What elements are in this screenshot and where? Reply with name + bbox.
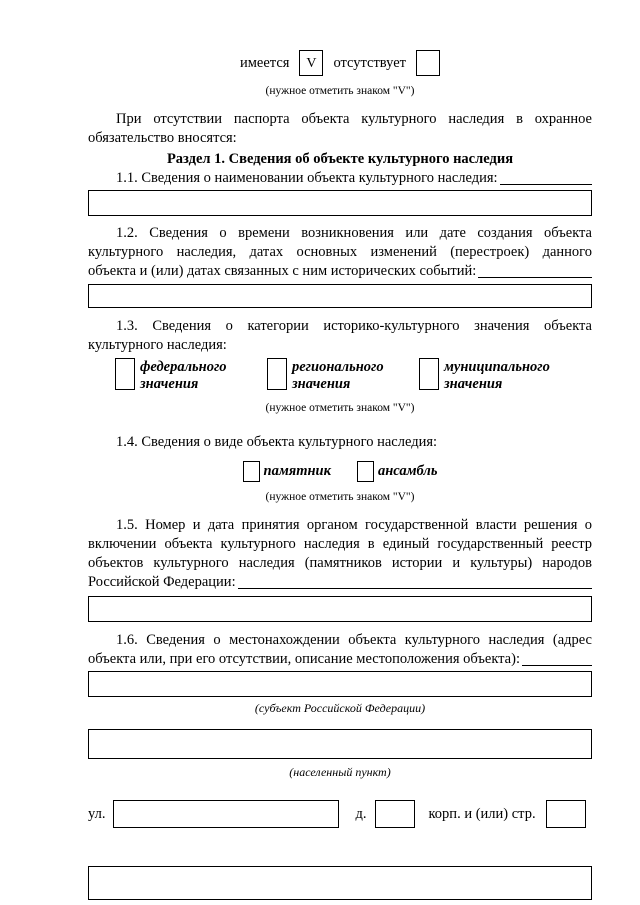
section-title: Раздел 1. Сведения об объекте культурног… (166, 151, 514, 167)
address-row: ул. д. корп. и (или) стр. (88, 800, 592, 828)
item-1-2-line: культурного наследия, датах основных изм… (88, 244, 592, 260)
federal-label-line: федерального (140, 359, 227, 375)
monument-label: памятник (263, 462, 331, 479)
monument-checkbox[interactable] (242, 460, 260, 482)
blank-line (478, 277, 592, 278)
present-checkbox[interactable]: V (299, 50, 324, 76)
absent-checkbox[interactable] (415, 50, 440, 76)
item-1-2-line: объекта и (или) датах связанных с ним ис… (88, 263, 477, 279)
item-1-2-line: 1.2. Сведения о времени возникновения ил… (116, 225, 592, 241)
street-label: ул. (88, 805, 106, 822)
ensemble-label: ансамбль (377, 462, 438, 479)
item-1-3-line: культурного наследия: (88, 337, 227, 353)
regional-checkbox[interactable] (267, 358, 287, 390)
kind-option-ensemble: ансамбль (356, 460, 438, 482)
item-1-3-line: 1.3. Сведения о категории историко-культ… (116, 318, 592, 334)
item-1-6-paragraph: 1.6. Сведения о местонахождении объекта … (88, 631, 592, 669)
ensemble-checkbox[interactable] (356, 460, 374, 482)
municipal-checkbox[interactable] (419, 358, 439, 390)
category-option-municipal: муниципального значения (419, 358, 550, 393)
federal-checkbox[interactable] (115, 358, 135, 390)
absent-label: отсутствует (333, 54, 406, 71)
kind-option-monument: памятник (242, 460, 331, 482)
subject-caption: (субъект Российской Федерации) (254, 701, 426, 715)
item-1-1-input[interactable] (88, 190, 592, 216)
settlement-input[interactable] (88, 729, 592, 759)
category-option-regional: регионального значения (267, 358, 419, 393)
blank-line (499, 184, 592, 185)
intro-line: обязательство вносятся: (88, 130, 237, 146)
municipal-label-line: значения (444, 376, 503, 392)
intro-line: При отсутствии паспорта объекта культурн… (116, 111, 592, 127)
federal-label-line: значения (140, 376, 199, 392)
item-1-5-input[interactable] (88, 596, 592, 622)
item-1-3-paragraph: 1.3. Сведения о категории историко-культ… (88, 317, 592, 355)
subject-input[interactable] (88, 671, 592, 697)
building-label: корп. и (или) стр. (428, 805, 536, 822)
municipal-label: муниципального значения (444, 358, 550, 393)
item-1-5-line: включении объекта культурного наследия в… (88, 536, 592, 552)
item-1-5-paragraph: 1.5. Номер и дата принятия органом госуд… (88, 516, 592, 592)
street-input[interactable] (113, 800, 340, 828)
item-1-6-last-line: объекта или, при его отсутствии, описани… (88, 650, 592, 669)
mark-note: (нужное отметить знаком "V") (265, 491, 415, 503)
category-option-federal: федерального значения (115, 358, 267, 393)
regional-label-line: регионального (292, 359, 384, 375)
item-1-1-label-row: 1.1. Сведения о наименовании объекта кул… (88, 169, 592, 188)
settlement-caption: (населенный пункт) (289, 765, 391, 779)
item-1-2-input[interactable] (88, 284, 592, 308)
blank-line (521, 665, 592, 666)
item-1-5-line: Российской Федерации: (88, 574, 236, 590)
category-options-row: федерального значения регионального знач… (115, 358, 592, 393)
item-1-5-line: объектов культурного наследия (памятнико… (88, 555, 592, 571)
item-1-1-label: 1.1. Сведения о наименовании объекта кул… (116, 170, 498, 186)
regional-label-line: значения (292, 376, 351, 392)
kind-options-row: памятник ансамбль (88, 460, 592, 482)
blank-line (237, 588, 592, 589)
item-1-5-last-line: Российской Федерации: (88, 573, 592, 592)
municipal-label-line: муниципального (444, 359, 550, 375)
house-input[interactable] (374, 800, 415, 828)
additional-address-input[interactable] (88, 866, 592, 900)
house-label: д. (355, 805, 367, 822)
item-1-6-line: 1.6. Сведения о местонахождении объекта … (116, 632, 592, 648)
item-1-4-label: 1.4. Сведения о виде объекта культурного… (116, 434, 438, 450)
item-1-6-line: объекта или, при его отсутствии, описани… (88, 651, 520, 667)
federal-label: федерального значения (140, 358, 227, 393)
present-label: имеется (240, 54, 290, 71)
item-1-2-last-line: объекта и (или) датах связанных с ним ис… (88, 262, 592, 281)
regional-label: регионального значения (292, 358, 384, 393)
item-1-5-line: 1.5. Номер и дата принятия органом госуд… (116, 517, 592, 533)
item-1-2-paragraph: 1.2. Сведения о времени возникновения ил… (88, 224, 592, 281)
mark-note: (нужное отметить знаком "V") (265, 85, 415, 97)
mark-note: (нужное отметить знаком "V") (265, 402, 415, 414)
availability-row: имеется V отсутствует (88, 50, 592, 76)
building-input[interactable] (545, 800, 586, 828)
intro-paragraph: При отсутствии паспорта объекта культурн… (88, 110, 592, 148)
